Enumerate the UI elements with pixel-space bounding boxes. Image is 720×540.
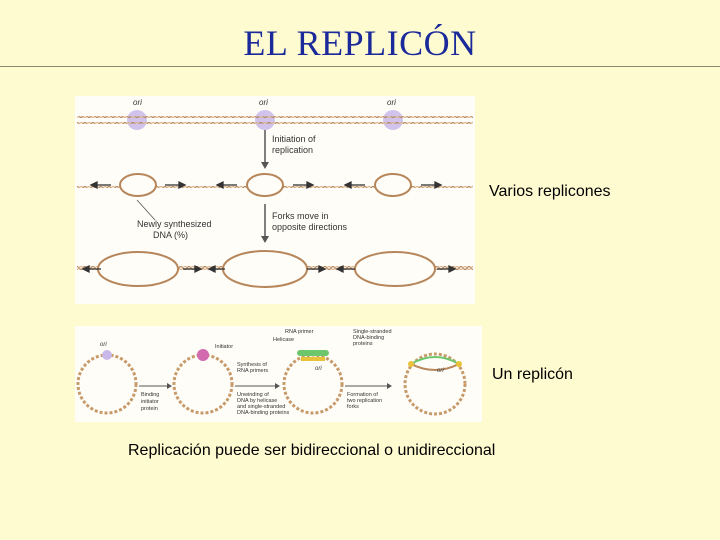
- ssb-line2: DNA-binding: [353, 335, 384, 341]
- replication-bubble-2: [246, 173, 284, 197]
- stage-arrowhead-2: [275, 383, 280, 389]
- ori-label-1: ori: [133, 98, 142, 107]
- label-multiple-replicons: Varios replicones: [489, 183, 611, 200]
- step1-line2: replication: [272, 145, 313, 155]
- dna-duplex-row1: [77, 116, 473, 124]
- fork-arrows-row3: [81, 264, 457, 274]
- synthesis-line2: RNA primers: [237, 368, 268, 374]
- unwinding-line3: and single-stranded: [237, 404, 285, 410]
- step-arrowhead-1: [261, 162, 269, 169]
- ssb-line1: Single-stranded: [353, 329, 392, 335]
- replication-bubble-large-1: [97, 251, 179, 287]
- binding-line2: initiator: [141, 399, 159, 405]
- bottom-ori-label-4: ori: [437, 368, 444, 374]
- figure-single-replicon: ori Binding initiator protein Initiator …: [75, 326, 482, 422]
- label-single-replicon: Un replicón: [492, 366, 573, 383]
- binding-line3: protein: [141, 406, 158, 412]
- replication-bubble-large-2: [222, 250, 308, 288]
- newly-synth-pointer: [136, 199, 156, 221]
- circle-stage-3: [282, 350, 344, 415]
- stage-arrowhead-3: [387, 383, 392, 389]
- replication-bubble-large-3: [354, 251, 436, 287]
- initiator-label: Initiator: [215, 344, 233, 350]
- title-divider: [0, 66, 720, 67]
- newly-synth-line2: DNA (%): [153, 230, 188, 240]
- bottom-ori-label-1: ori: [100, 342, 107, 348]
- synthesis-line1: Synthesis of: [237, 362, 267, 368]
- circle-stage-1: [76, 350, 138, 415]
- step2-line1: Forks move in: [272, 211, 329, 221]
- binding-line1: Binding: [141, 392, 159, 398]
- step1-line1: Initiation of: [272, 134, 316, 144]
- fork-arrows-row2: [89, 180, 443, 190]
- circle-stage-2: [172, 349, 234, 415]
- ori-label-3: ori: [387, 98, 396, 107]
- unwinding-line4: DNA-binding proteins: [237, 410, 290, 416]
- formation-line3: forks: [347, 404, 359, 410]
- step2-line2: opposite directions: [272, 222, 348, 232]
- unwinding-line1: Unwinding of: [237, 392, 269, 398]
- circle-stage-4: [403, 352, 467, 416]
- unwinding-line2: DNA by helicase: [237, 398, 277, 404]
- ssb-line3: proteins: [353, 341, 373, 347]
- replication-bubble-3: [374, 173, 412, 197]
- newly-synth-line1: Newly synthesized: [137, 219, 212, 229]
- stage-arrowhead-1: [167, 383, 172, 389]
- slide-title: EL REPLICÓN: [243, 23, 477, 63]
- bottom-ori-label-3: ori: [315, 366, 322, 372]
- replication-bubble-1: [119, 173, 157, 197]
- figure-multiple-replicons: ori ori ori Initiation of replication F: [75, 96, 475, 304]
- formation-line2: two replication: [347, 398, 382, 404]
- rna-primer-label: RNA primer: [285, 329, 314, 335]
- formation-line1: Formation of: [347, 392, 378, 398]
- slide-caption: Replicación puede ser bidireccional o un…: [128, 442, 496, 459]
- step-arrowhead-2: [261, 236, 269, 243]
- ori-label-2: ori: [259, 98, 268, 107]
- helicase-label: Helicase: [273, 337, 294, 343]
